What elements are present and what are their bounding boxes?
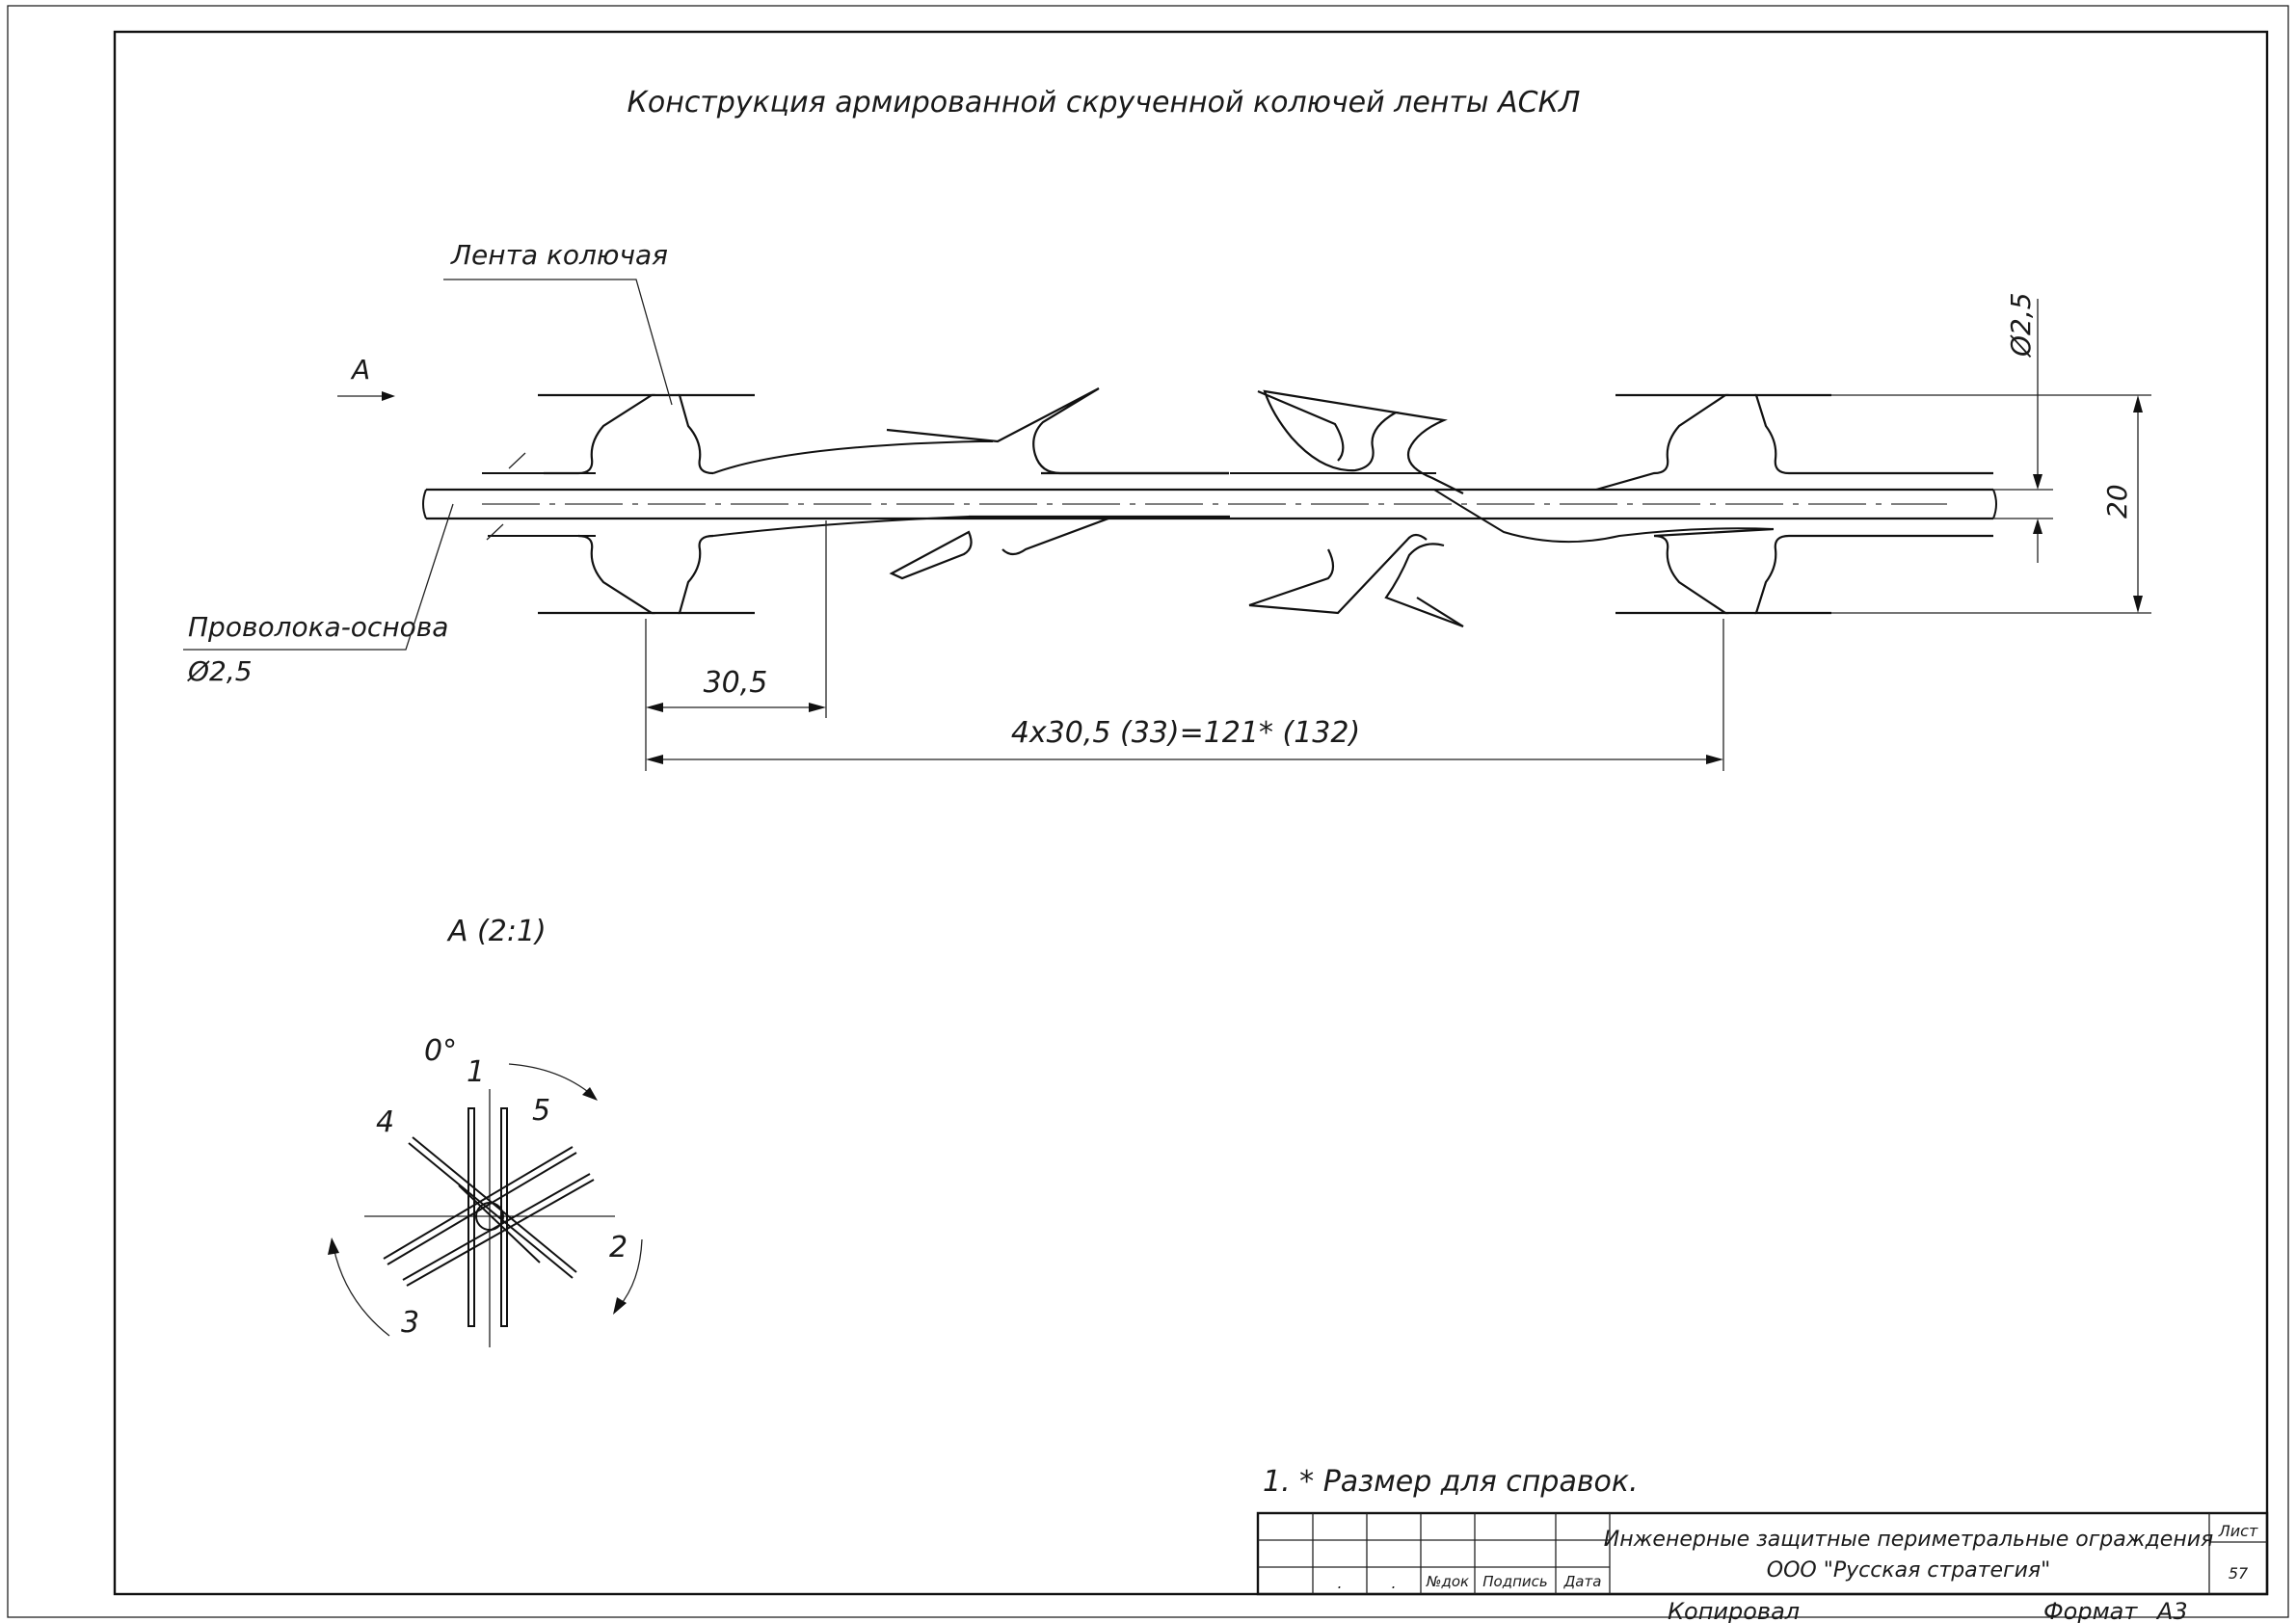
title-block-date: Дата bbox=[1563, 1573, 1602, 1590]
blade-group-4 bbox=[1595, 393, 1993, 615]
dim-pitch-text: 30,5 bbox=[704, 666, 768, 700]
blade-group-3 bbox=[1248, 389, 1464, 628]
blade-number-5: 5 bbox=[532, 1094, 550, 1128]
label-wire-dia: Ø2,5 bbox=[187, 655, 253, 687]
copied-label: Копировал bbox=[1668, 1598, 1800, 1623]
drawing-frame bbox=[113, 30, 2269, 1596]
core-wire-left-break bbox=[422, 489, 427, 519]
label-wire: Проволока-основа bbox=[188, 611, 448, 643]
blade-number-3: 3 bbox=[401, 1306, 419, 1340]
twisted-tape-3 bbox=[1433, 489, 1775, 544]
format-label: Формат bbox=[2043, 1598, 2138, 1623]
view-a-label: А (2:1) bbox=[446, 915, 547, 948]
dim-diameter-right: Ø2,5 bbox=[1993, 292, 2053, 563]
sheet-number: 57 bbox=[2229, 1564, 2249, 1583]
title-block-sign: Подпись bbox=[1482, 1573, 1547, 1590]
blade-group-2 bbox=[886, 387, 1230, 580]
title-block-dot-1: . bbox=[1337, 1574, 1342, 1592]
format-value: А3 bbox=[2155, 1598, 2188, 1623]
title-block-line1: Инженерные защитные периметральные ограж… bbox=[1604, 1528, 2214, 1552]
tape-elevation-view bbox=[422, 387, 1997, 628]
core-wire-right-break bbox=[1992, 489, 1997, 519]
blade-number-2: 2 bbox=[609, 1231, 627, 1264]
dim-total-text: 4х30,5 (33)=121* (132) bbox=[1011, 716, 1360, 750]
sheet-label: Лист bbox=[2218, 1522, 2258, 1540]
dim-height: 20 bbox=[1831, 394, 2151, 614]
view-a-section bbox=[328, 1063, 643, 1347]
title-block-doc: №док bbox=[1426, 1573, 1469, 1590]
twisted-tape-2 bbox=[712, 516, 970, 537]
blade-number-1: 1 bbox=[467, 1055, 485, 1089]
title-block-dot-2: . bbox=[1391, 1574, 1396, 1592]
dim-diameter-right-text: Ø2,5 bbox=[2005, 292, 2037, 358]
blade-number-4: 4 bbox=[376, 1105, 394, 1139]
title-block: . . №док Подпись Дата Инженерные защитны… bbox=[1256, 1511, 2269, 1596]
drawing-title: Конструкция армированной скрученной колю… bbox=[627, 86, 1581, 120]
dim-total: 4х30,5 (33)=121* (132) bbox=[646, 619, 1724, 771]
dim-pitch: 30,5 bbox=[645, 520, 827, 771]
leader-wire: Проволока-основа Ø2,5 bbox=[183, 452, 526, 687]
view-arrow-label: А bbox=[350, 354, 370, 386]
angle-label: 0° bbox=[424, 1034, 457, 1068]
note-reference-size: 1. * Размер для справок. bbox=[1263, 1465, 1639, 1499]
sheet-outer-border bbox=[7, 5, 2289, 1618]
blade-group-1 bbox=[538, 393, 755, 615]
view-arrow-a: А bbox=[337, 354, 395, 401]
title-block-line2: ООО "Русская стратегия" bbox=[1767, 1558, 2050, 1583]
leader-tape: Лента колючая bbox=[443, 239, 673, 406]
twisted-tape-1 bbox=[712, 440, 993, 474]
label-tape: Лента колючая bbox=[450, 239, 668, 271]
dim-height-text: 20 bbox=[2101, 484, 2133, 519]
